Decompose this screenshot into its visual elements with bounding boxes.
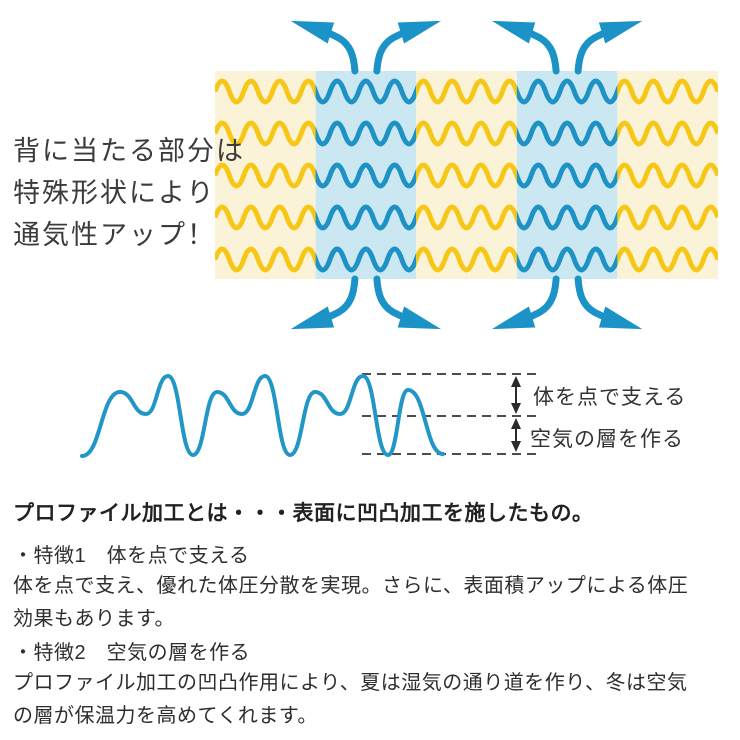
feature1-title: ・特徴1 体を点で支える — [13, 545, 250, 567]
label-air-layer: 空気の層を作る — [530, 428, 684, 451]
feature1-body: 体を点で支え、優れた体圧分散を実現。さらに、表面積アップによる体圧 効果もありま… — [13, 575, 689, 630]
airflow-arrow — [578, 279, 642, 329]
profile-processing-heading: プロファイル加工とは・・・表面に凹凸加工を施したもの。 — [13, 502, 594, 525]
feature2-title: ・特徴2 空気の層を作る — [13, 642, 251, 664]
airflow-arrow — [377, 279, 441, 329]
breathability-callout: 背に当たる部分は 特殊形状により 通気性アップ！ — [13, 136, 245, 250]
profile-foam-curve — [80, 373, 445, 458]
airflow-arrow — [377, 21, 441, 71]
label-body-support: 体を点で支える — [533, 386, 687, 409]
airflow-arrow — [291, 21, 355, 71]
airflow-arrow — [578, 21, 642, 71]
airflow-arrow — [492, 279, 556, 329]
measure-arrow — [511, 418, 521, 452]
airflow-arrow — [291, 279, 355, 329]
feature2-body: プロファイル加工の凹凸作用により、夏は湿気の通り道を作り、冬は空気 の層が保温力… — [13, 672, 688, 727]
measure-arrow — [511, 376, 521, 414]
airflow-arrow — [492, 21, 556, 71]
